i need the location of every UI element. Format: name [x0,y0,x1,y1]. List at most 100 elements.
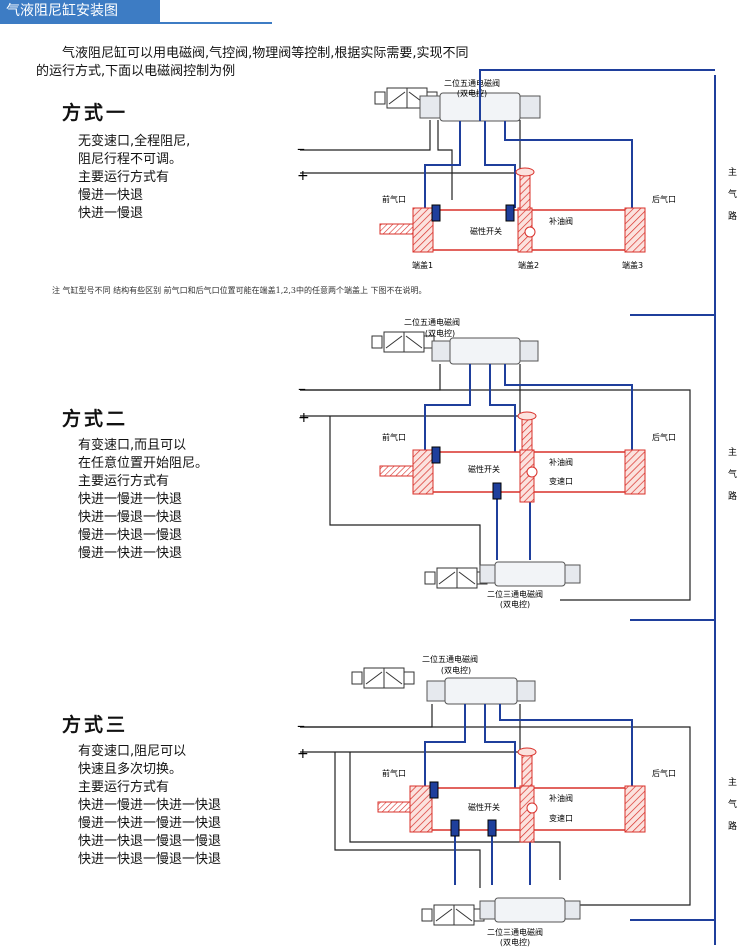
mode-1-description: 无变速口,全程阻尼, 阻尼行程不可调。 主要运行方式有 慢进一快退 快进一慢退 [78,133,190,223]
magnetic-switch-label: 磁性开关 [468,802,500,812]
valve3-body [494,561,566,587]
mode-3-description: 有变速口,阻尼可以 快速且多次切换。 主要运行方式有 快进一慢进一快进一快退 慢… [78,743,221,869]
mode-3-line: 快进一快退一慢退一快退 [78,852,222,867]
mode-2-line: 有变速口,而且可以 [78,438,187,453]
mode-1-line: 无变速口,全程阻尼, [78,134,191,149]
coil-left [419,95,441,119]
valve5-sub-label: (双电控) [425,328,455,338]
mode-3-line: 快进一慢进一快进一快退 [78,798,222,813]
magnetic-switch-icon [505,204,515,222]
coil-right [564,900,581,920]
mode-2-line: 在任意位置开始阻尼。 [78,456,209,471]
mode-1-line: 快进一慢退 [78,206,144,221]
mode-3-title: 方式三 [62,714,129,736]
intro-line-2: 的运行方式,下面以电磁阀控制为例 [36,64,236,79]
valve5-label: 二位五通电磁阀 [404,317,460,327]
intro-text: 气液阻尼缸可以用电磁阀,气控阀,物理阀等控制,根据实际需要,实现不同 的运行方式… [36,45,516,81]
diagram-3: 二位五通电磁阀 (双电控) – + 前气口 后气口 磁性开关 补油阀 变速口 [297,654,691,947]
rear-port-label: 后气口 [652,768,676,778]
oil-valve-icon [526,802,538,814]
mode-3-line: 主要运行方式有 [78,780,170,795]
valve5-label: 二位五通电磁阀 [422,654,478,664]
valve-symbol-icon [421,904,485,926]
piston-rod [379,465,414,477]
coil-right [564,564,581,584]
piston-rod [379,223,414,235]
main-air-label: 主气路 [728,166,737,222]
oil-valve-label: 补油阀 [549,793,573,803]
note-text: 注 气缸型号不同 结构有些区别 前气口和后气口位置可能在端盖1,2,3中的任意两… [52,286,427,295]
oil-valve-label: 补油阀 [549,216,573,226]
main-air-line [630,75,716,945]
valve3-label: 二位三通电磁阀 [487,927,543,937]
piston-rod [377,801,411,813]
coil-right [519,95,541,119]
mode-2-line: 快进一慢退一快退 [78,510,183,525]
valve3-label: 二位三通电磁阀 [487,589,543,599]
mode-2-line: 慢进一快退一慢退 [78,528,183,543]
mode-3-line: 有变速口,阻尼可以 [78,744,187,759]
mode-3-line: 慢进一快进一慢进一快退 [78,816,222,831]
mode-3-line: 快速且多次切换。 [78,762,183,777]
minus-sign: – [297,716,305,735]
mode-2-line: 主要运行方式有 [78,474,170,489]
end-cap-1 [412,207,434,253]
end-cap-3 [624,785,646,833]
coil-right [516,680,536,702]
magnetic-switch-icon [492,482,502,500]
end-cap-1-label: 端盖1 [412,260,433,270]
front-port-label: 前气口 [382,768,406,778]
valve-body [444,677,518,705]
coil-left [479,900,496,920]
end-cap-2-label: 端盖2 [518,260,539,270]
mode-2-line: 慢进一快进一快退 [78,546,183,561]
valve-symbol-icon [424,567,488,589]
speed-port-label: 变速口 [549,813,573,823]
mode-1-line: 慢进一快退 [78,188,144,203]
magnetic-switch-label: 磁性开关 [468,464,500,474]
valve-body [449,337,521,365]
front-port-label: 前气口 [382,194,406,204]
magnetic-switch-label: 磁性开关 [470,226,502,236]
end-cap-3-label: 端盖3 [622,260,643,270]
coil-right [519,340,539,362]
mode-2-title: 方式二 [62,408,129,430]
magnetic-switch-icon [450,819,460,837]
mode-1-line: 阻尼行程不可调。 [78,152,183,167]
magnetic-switch-icon [431,446,441,464]
end-cap-1 [409,785,433,833]
diagram-1: 二位五通电磁阀 (双电控) – + 前气口 后气口 磁性开关 补油阀 端盖1 端… [297,69,715,270]
end-cap-3 [624,207,646,253]
coil-left [426,680,446,702]
plus-sign: + [298,410,310,426]
minus-sign: – [298,379,306,398]
mode-2-line: 快进一慢进一快退 [78,492,183,507]
valve5-label: 二位五通电磁阀 [444,78,500,88]
oil-valve-label: 补油阀 [549,457,573,467]
valve3-sub-label: (双电控) [500,599,530,609]
end-cap-2 [519,785,535,843]
end-cap-3 [624,449,646,495]
valve-symbol-icon [371,331,435,353]
oil-valve-icon [526,466,538,478]
end-cap-1 [412,449,434,495]
plus-sign: + [297,746,309,762]
valve3-body [494,897,566,923]
rear-port-label: 后气口 [652,432,676,442]
rear-port-label: 后气口 [652,194,676,204]
minus-sign: – [297,139,305,158]
intro-line-1: 气液阻尼缸可以用电磁阀,气控阀,物理阀等控制,根据实际需要,实现不同 [62,46,469,61]
title-underline [0,22,272,24]
magnetic-switch-icon [429,781,439,799]
oil-valve-icon [524,226,536,238]
mode-3-line: 快进一快退一慢退一慢退 [78,834,222,849]
diagram-2: 二位五通电磁阀 (双电控) – + 前气口 后气口 磁性开关 补油阀 变速口 [298,317,691,609]
mode-1-line: 主要运行方式有 [78,170,170,185]
valve5-sub-label: (双电控) [457,88,487,98]
valve-symbol-icon [351,667,415,689]
main-air-label: 主气路 [728,446,737,502]
coil-left [479,564,496,584]
coil-left [431,340,451,362]
speed-port-label: 变速口 [549,476,573,486]
